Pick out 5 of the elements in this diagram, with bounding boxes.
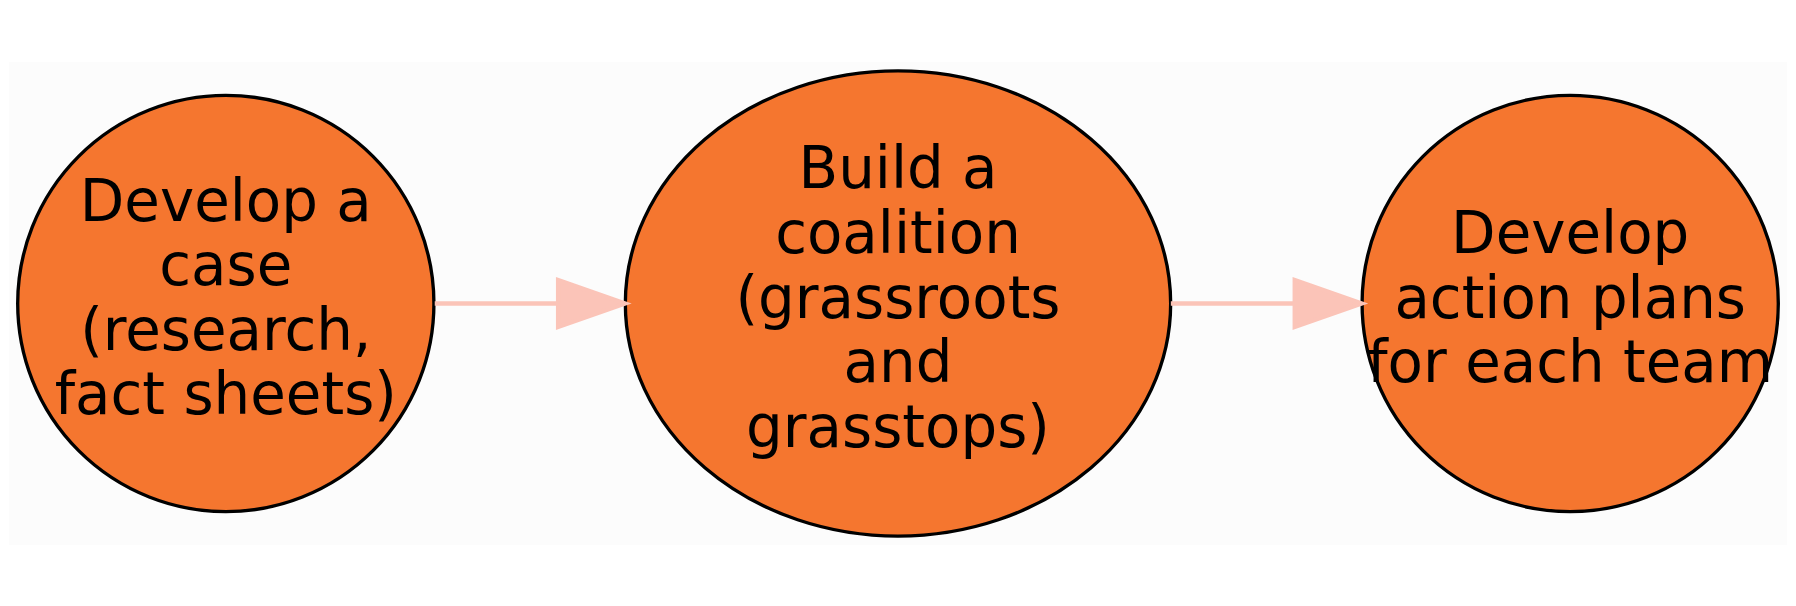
node-ellipse: Build a coalition (grassroots and grasstops) [623,68,1173,538]
arrow [1170,276,1369,330]
node-circle: Develop a case (research, fact sheets) [16,93,436,513]
arrow [434,276,632,330]
node-circle: Develop action plans for each team [1360,93,1780,513]
